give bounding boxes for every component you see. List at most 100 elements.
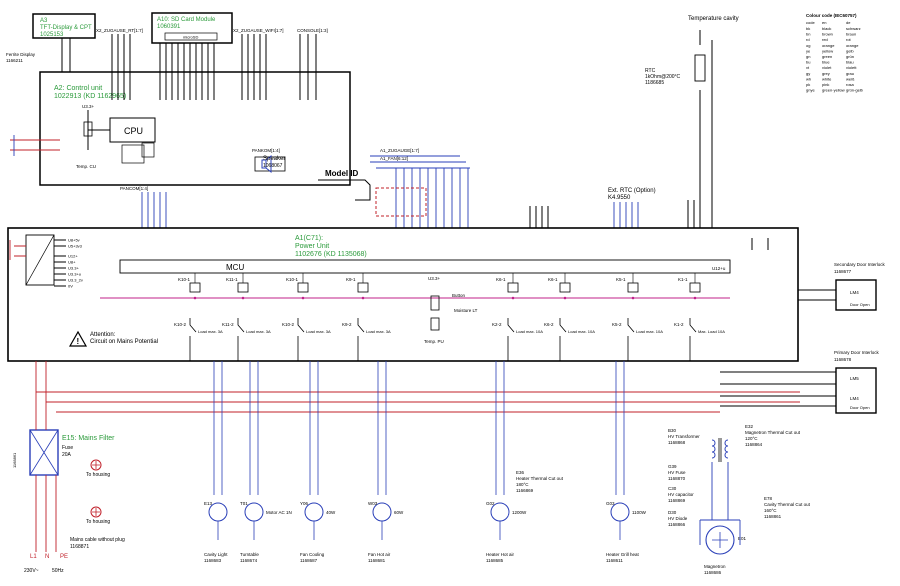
attention-title: Attention: (90, 332, 116, 338)
contact-load: Load max. 10A (516, 329, 543, 334)
cc-head-1: en (822, 20, 826, 25)
load-id: W03 (368, 501, 378, 506)
a1-code: A1(C71): (295, 235, 323, 242)
hv-cutout-spec: 120°C (745, 436, 758, 441)
relay-coil (559, 282, 571, 293)
load-part: 1168681 (368, 558, 386, 563)
ptc-rail: U3.3+ (428, 276, 441, 281)
a2-part: 1022913 (KD 1162965) (54, 93, 126, 100)
load-wire (495, 361, 505, 495)
hv-diode-part: 1168866 (668, 522, 686, 527)
mains-term-l1: L1 (30, 554, 37, 560)
mains-cable-label: Mains cable without plug (70, 537, 125, 543)
cc-en: green (822, 54, 832, 59)
contact-load: Load max. 3A (366, 329, 391, 334)
conn-x2-zugang2: X2_ZUGAUSE_WIFI[1:7] (233, 28, 284, 33)
ferrite-wire (10, 139, 60, 151)
cc-code: pk (806, 82, 810, 87)
rtc-spec: 1kOhm@200°C (645, 74, 681, 80)
load-wire (309, 361, 319, 495)
load-part: 1168683 (204, 558, 222, 563)
to-housing-1: To housing (86, 472, 110, 478)
relay-coil (237, 282, 249, 293)
primary-switch-a: LM5 (850, 376, 859, 381)
magnetron-symbol (705, 525, 735, 555)
load-id: G02 (486, 501, 495, 506)
cc-en: violet (822, 65, 832, 70)
load-part: 1168687 (300, 558, 318, 563)
load-name: Cavity Light (204, 552, 228, 557)
relay-coil-label: K6-1 (496, 277, 506, 282)
relay-coil (689, 282, 701, 293)
primary-door-part: 1168678 (834, 357, 852, 362)
primary-door-box (835, 367, 877, 414)
contact-switch (357, 318, 365, 361)
a10-part: 1060391 (157, 24, 181, 30)
a2-code: A2: Control unit (54, 85, 102, 92)
a2-pin-strip (111, 72, 317, 100)
contact-load: Load max. 3A (246, 329, 271, 334)
load-power: 60W (394, 510, 404, 515)
rtc-sensor (694, 54, 706, 82)
attention-text: Circuit on Mains Potential (90, 339, 158, 345)
sense-wires (529, 200, 769, 250)
mains-filter-fuse: Fuse (62, 445, 73, 451)
rail-4: U3.3+ (68, 266, 79, 271)
model-id-selector (375, 187, 427, 217)
load-part: 1168674 (240, 558, 258, 563)
primary-switch-b: LM4 (850, 396, 859, 401)
hv-fuse-part: 1168870 (668, 476, 686, 481)
conn-x2-zugang: X2_ZUGAUSE_RT[1:7] (96, 28, 143, 33)
magnetron-inner (712, 532, 728, 548)
load-name: Turntable (240, 552, 259, 557)
mains-filter-code: E15: Mains Filter (62, 435, 115, 442)
mains-term-pe: PE (60, 554, 68, 560)
contact-switch (507, 318, 515, 361)
conn-a1-zugang: A1_ZUGAUGE[1:7] (380, 148, 419, 153)
cc-de: weiß (846, 76, 855, 81)
mains-filter-rating: 20A (62, 452, 72, 458)
cc-en: yellow (822, 48, 833, 53)
contact-switch (297, 318, 305, 361)
a3-name: TFT-Display & CPT (40, 25, 92, 31)
hv-cap-part: 1168869 (668, 498, 686, 503)
cavity-cut-id: E78 (764, 496, 773, 501)
hv-core (718, 438, 722, 462)
cc-code: og (806, 43, 810, 48)
load-name: Heater Grill heat (606, 552, 640, 557)
cc-code: bu (806, 60, 810, 65)
a10-module-box (151, 12, 233, 44)
relay-coil-label: K10-1 (178, 277, 191, 282)
load-name: Fan Hot air (368, 552, 391, 557)
mains-filter-cross (29, 429, 59, 476)
cc-de: violett (846, 65, 857, 70)
mains-distribution (9, 240, 800, 552)
contact-switch (689, 318, 697, 361)
a10-code: A10: SD Card Module (157, 17, 216, 23)
relay-coil-label: K5-1 (616, 277, 626, 282)
a1-part: 1102676 (KD 1135068) (295, 251, 367, 258)
supply-freq: 50Hz (52, 568, 64, 574)
temp-cu-wire (87, 110, 110, 150)
hv-cutout-part: 1168864 (745, 442, 763, 447)
contact-load: Load max. 3A (198, 329, 223, 334)
hv-diode-label: HV Diode (668, 516, 688, 521)
load-id: E13 (204, 501, 213, 506)
mcu-label: MCU (226, 263, 244, 272)
load-drop-wires (213, 361, 625, 495)
contact-label: K10-2 (282, 322, 295, 327)
load-name: Heater Hot air (486, 552, 515, 557)
rail-3: U8+ (68, 260, 76, 265)
mains-term-n: N (45, 554, 49, 560)
contact-switch (627, 318, 635, 361)
load-name: Fan Cooling (300, 552, 325, 557)
mains-filter-box (29, 429, 59, 476)
cc-de: grün (846, 54, 854, 59)
temp-cavity-label: Temperature cavity (688, 16, 739, 22)
secondary-door-label: Secondary Door Interlock (834, 262, 886, 267)
mains-cable-part: 1168871 (70, 544, 89, 550)
cc-en: red (822, 37, 828, 42)
secondary-door-part: 1168677 (834, 269, 852, 274)
a3-part: 1025153 (40, 32, 64, 38)
